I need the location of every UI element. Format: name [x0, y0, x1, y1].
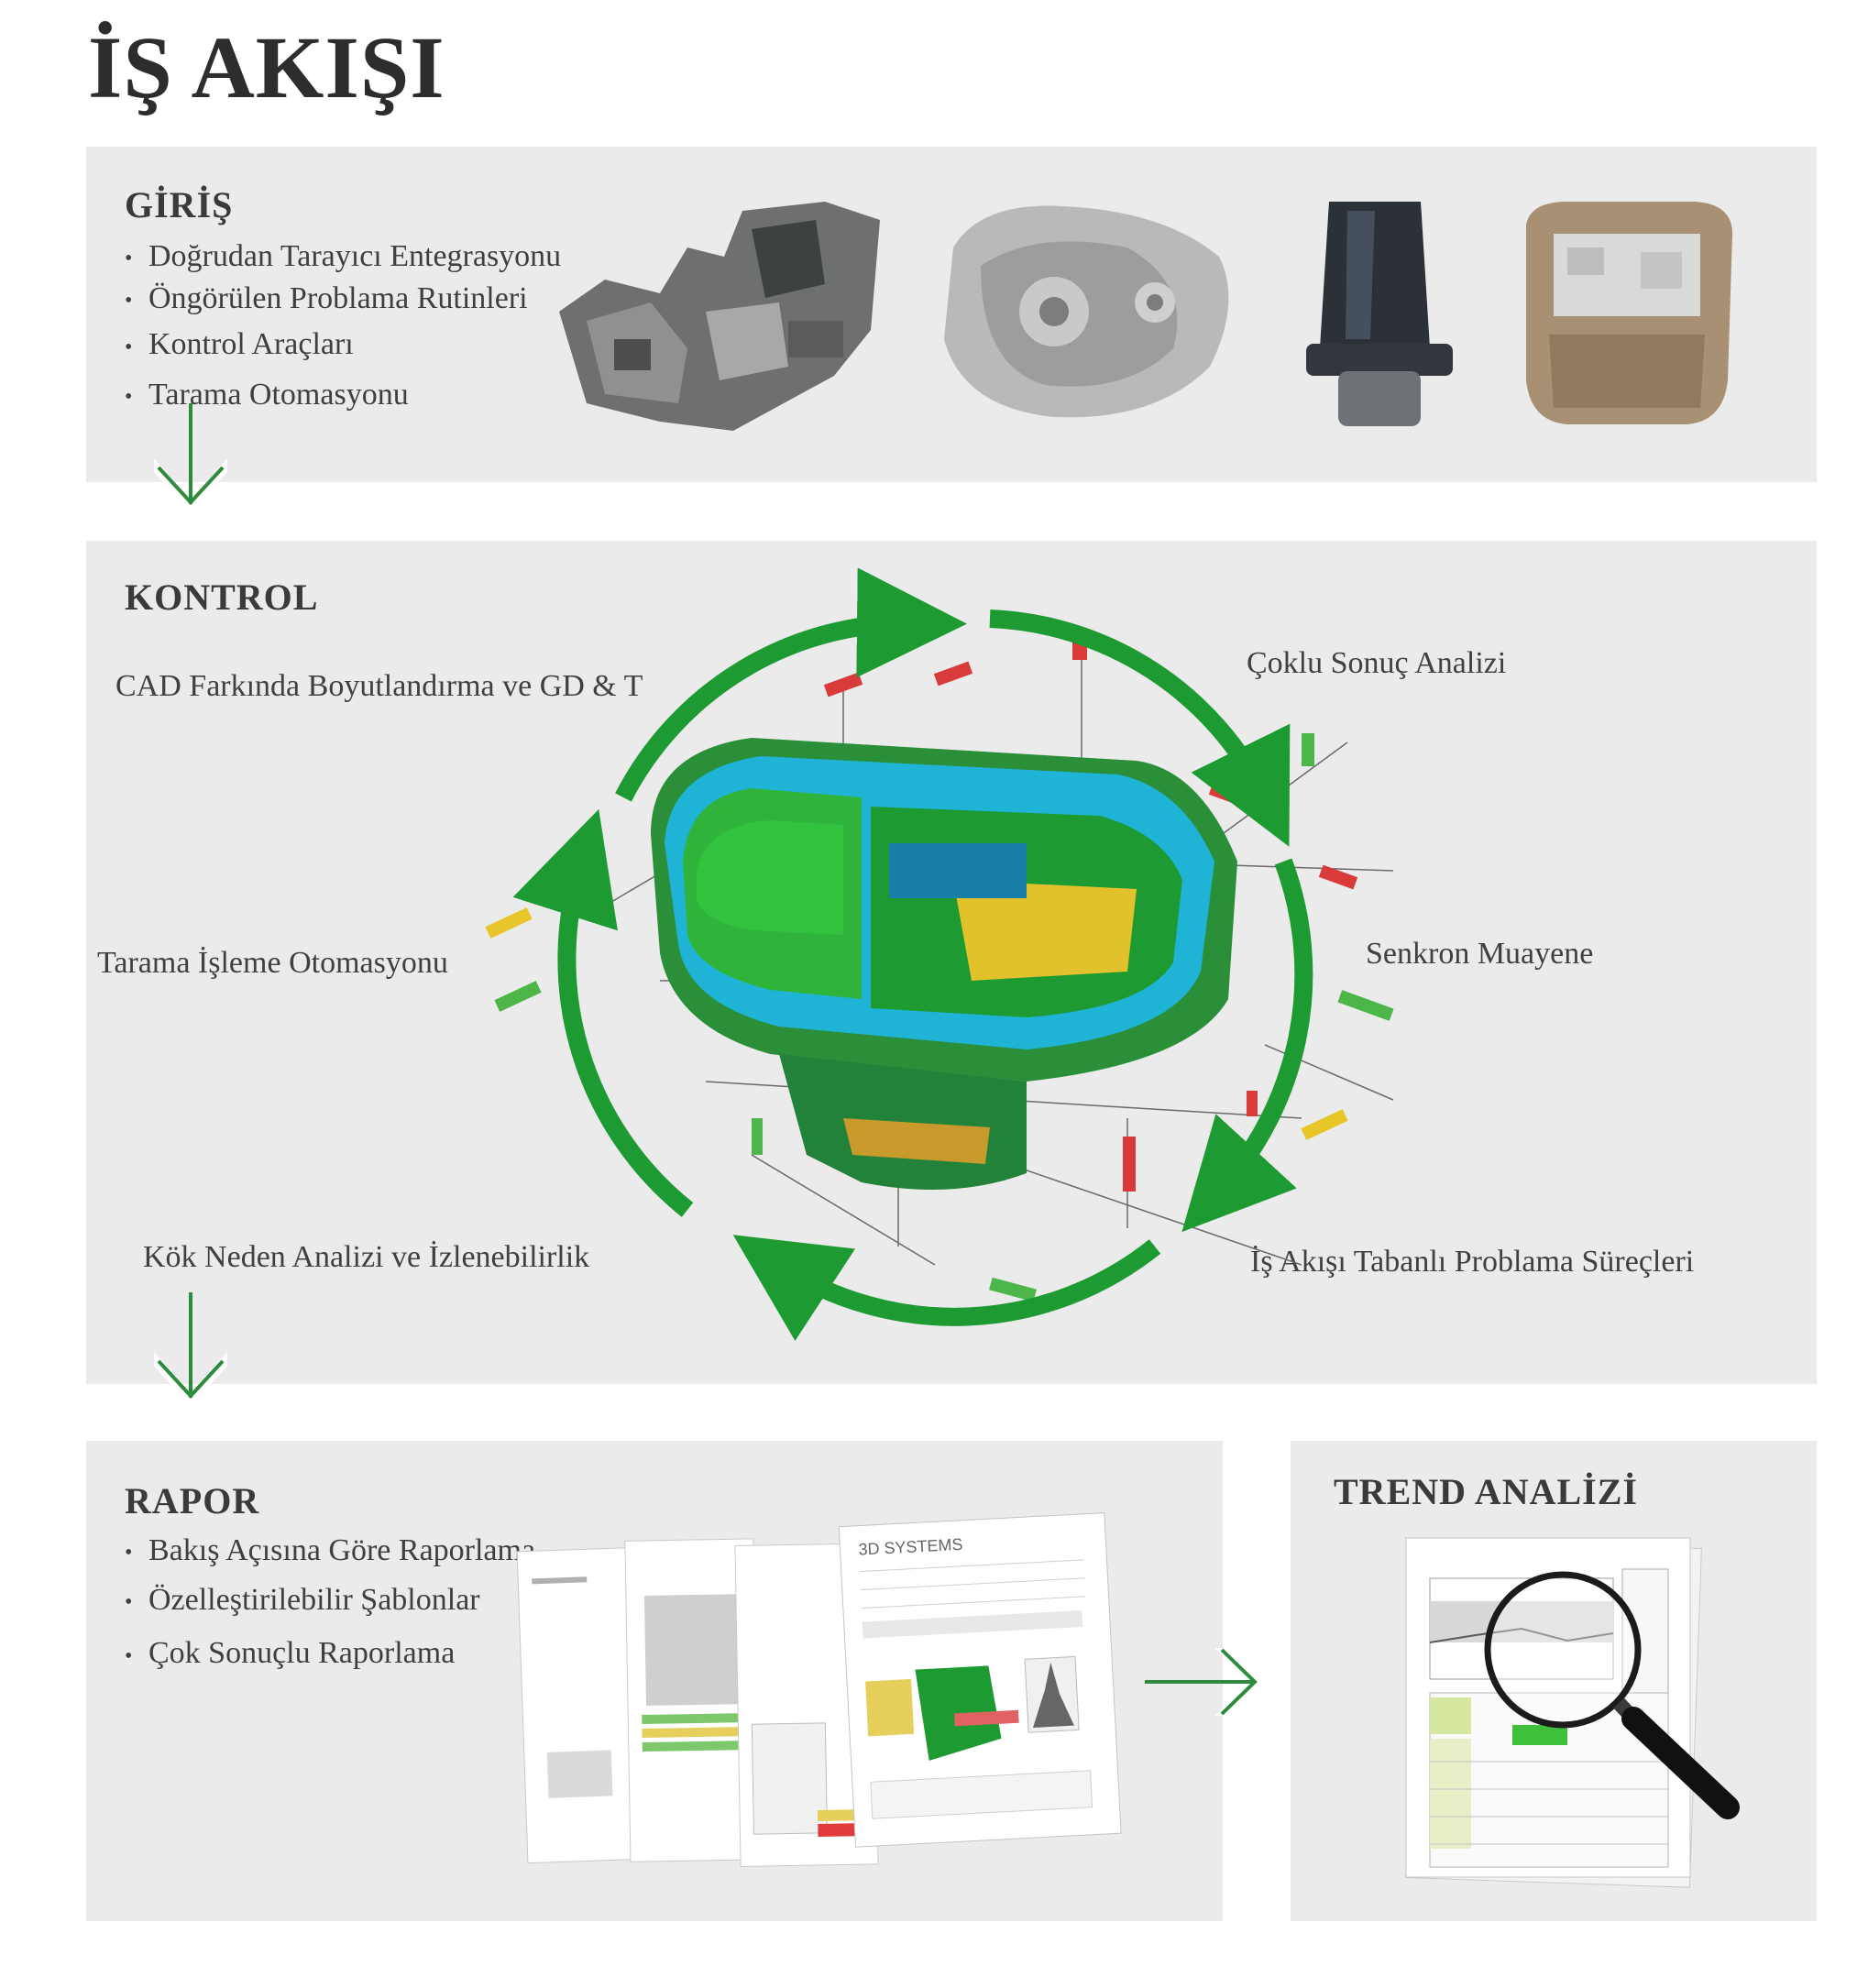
- giris-item: Öngörülen Problama Rutinleri: [125, 279, 561, 321]
- report-documents-image: 3D SYSTEMS: [516, 1512, 1122, 1867]
- trend-title: TREND ANALİZİ: [1334, 1471, 1638, 1512]
- report-page-front: 3D SYSTEMS: [838, 1512, 1122, 1848]
- rapor-list: Bakış Açısına Göre Raporlama Özelleştiri…: [125, 1531, 535, 1676]
- label-multi-result-analysis: Çoklu Sonuç Analizi: [1247, 646, 1507, 680]
- rapor-title: RAPOR: [125, 1480, 260, 1521]
- report-page: [734, 1543, 879, 1867]
- down-arrow-icon: [154, 403, 227, 513]
- color-map-part: [651, 738, 1237, 1190]
- part-image-housing: [559, 202, 880, 431]
- report-page: [624, 1538, 760, 1862]
- part-image-block: [1306, 202, 1453, 426]
- magnifying-glass-icon: [1484, 1571, 1740, 1819]
- inspection-cycle-diagram: [485, 568, 1394, 1342]
- page-title: İŞ AKIŞI: [88, 18, 445, 116]
- label-scan-automation: Tarama İşleme Otomasyonu: [97, 946, 448, 980]
- down-arrow-icon: [154, 1292, 227, 1407]
- label-root-cause: Kök Neden Analizi ve İzlenebilirlik: [143, 1240, 590, 1274]
- rapor-item: Çok Sonuçlu Raporlama: [125, 1633, 535, 1675]
- label-sync-inspection: Senkron Muayene: [1366, 937, 1594, 971]
- rapor-item: Bakış Açısına Göre Raporlama: [125, 1531, 535, 1573]
- report-page: [516, 1547, 639, 1864]
- giris-title: GİRİŞ: [125, 184, 234, 225]
- part-image-gearbox-cover: [944, 205, 1229, 418]
- cycle-arrows: [512, 568, 1313, 1342]
- right-arrow-icon: [1145, 1648, 1264, 1716]
- part-image-tray: [1526, 202, 1732, 424]
- giris-item: Kontrol Araçları: [125, 324, 561, 367]
- giris-item: Doğrudan Tarayıcı Entegrasyonu: [125, 236, 561, 279]
- label-cad-dimensioning: CAD Farkında Boyutlandırma ve GD & T: [115, 669, 643, 703]
- trend-report-image: [1405, 1537, 1740, 1888]
- giris-list: Doğrudan Tarayıcı Entegrasyonu Öngörülen…: [125, 236, 561, 417]
- rapor-item: Özelleştirilebilir Şablonlar: [125, 1580, 535, 1622]
- kontrol-title: KONTROL: [125, 577, 319, 618]
- label-workflow-probing: İş Akışı Tabanlı Problama Süreçleri: [1250, 1245, 1695, 1279]
